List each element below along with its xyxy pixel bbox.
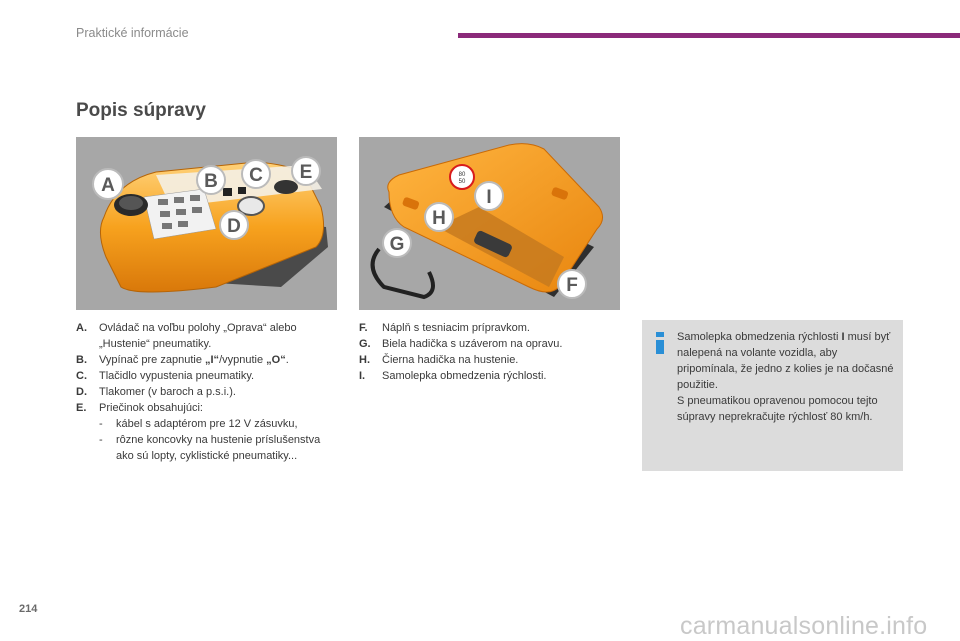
callout-g: G [382, 228, 412, 258]
kit-components-list-right: F. Náplň s tesniacim prípravkom. G. Biel… [359, 320, 619, 384]
callout-c: C [241, 159, 271, 189]
svg-text:C: C [249, 165, 263, 186]
callout-e: E [291, 156, 321, 186]
info-note-box: Samolepka obmedzenia rýchlosti I musí by… [642, 320, 903, 471]
kit-components-list-left: A. Ovládač na voľbu polohy „Oprava“ aleb… [76, 320, 336, 464]
open-case-illustration: 80 50 F G H I [359, 137, 620, 310]
compressor-kit-illustration: A B C D E [76, 137, 337, 310]
header-accent-bar [458, 33, 960, 38]
callout-b: B [196, 165, 226, 195]
list-item-i: I. Samolepka obmedzenia rýchlosti. [359, 370, 547, 382]
info-icon [656, 332, 664, 354]
list-item-b: B. Vypínač pre zapnutie „I“/vypnutie „O“… [76, 354, 289, 366]
list-item-f: F. Náplň s tesniacim prípravkom. [359, 322, 530, 334]
svg-text:F: F [566, 275, 578, 296]
section-title: Popis súpravy [76, 100, 206, 121]
list-item-h: H. Čierna hadička na hustenie. [359, 354, 519, 366]
callout-i: I [474, 181, 504, 211]
svg-text:D: D [227, 216, 241, 237]
callout-h: H [424, 202, 454, 232]
sub-item-cable: - kábel s adaptérom pre 12 V zásuvku, [99, 418, 298, 430]
list-item-g: G. Biela hadička s uzáverom na opravu. [359, 338, 563, 350]
svg-text:I: I [486, 187, 491, 208]
callout-f: F [557, 269, 587, 299]
svg-text:A: A [101, 175, 115, 196]
sticker-speed-bottom: 50 [459, 179, 466, 185]
list-item-e: E. Priečinok obsahujúci: [76, 402, 203, 414]
list-item-c: C. Tlačidlo vypustenia pneumatiky. [76, 370, 255, 382]
svg-text:E: E [300, 162, 313, 183]
sub-item-nozzles: - rôzne koncovky na hustenie príslušenst… [99, 434, 321, 462]
list-item-a: A. Ovládač na voľbu polohy „Oprava“ aleb… [76, 322, 297, 350]
svg-text:B: B [204, 171, 218, 192]
svg-text:H: H [432, 208, 446, 229]
sticker-speed-top: 80 [459, 172, 466, 178]
running-header: Praktické informácie [76, 26, 189, 40]
watermark: carmanualsonline.info [680, 612, 928, 640]
callout-d: D [219, 210, 249, 240]
list-item-d: D. Tlakomer (v baroch a p.s.i.). [76, 386, 236, 398]
callout-a: A [92, 168, 124, 200]
page-number: 214 [19, 603, 38, 615]
svg-text:G: G [390, 234, 405, 255]
info-note-text: Samolepka obmedzenia rýchlosti I musí by… [677, 331, 894, 423]
